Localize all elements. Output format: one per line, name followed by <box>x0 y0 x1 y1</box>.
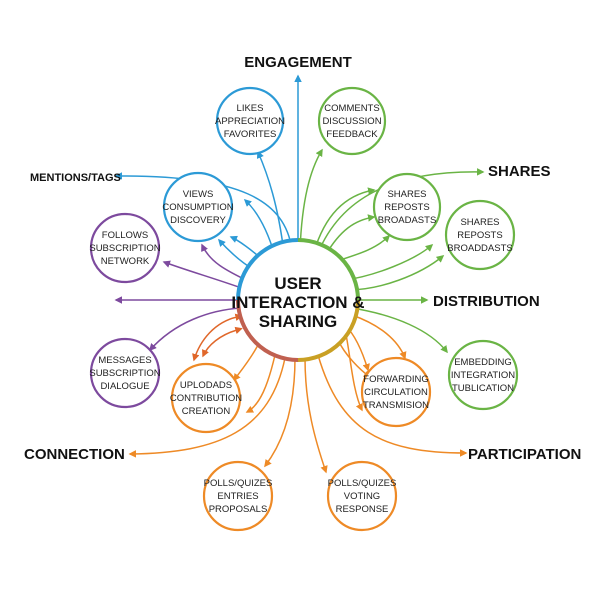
node-text-line: TRANSMISION <box>363 400 429 411</box>
arrow-uploads-2 <box>245 354 276 413</box>
node-text-line: DISCUSSION <box>322 116 381 127</box>
node-circle <box>89 337 161 409</box>
node-circle <box>89 212 161 284</box>
node-text-line: SUBSCRIPTION <box>89 243 160 254</box>
arrow-polls-entries <box>264 357 296 468</box>
node-text-line: EMBEDDING <box>454 357 512 368</box>
node-text-line: FOLLOWS <box>102 230 148 241</box>
node-text-line: PROPOSALS <box>209 504 268 515</box>
node-text-line: DISCOVERY <box>170 215 226 226</box>
arrow-follows-1 <box>162 260 248 291</box>
label-mentions-tags: MENTIONS/TAGS <box>30 172 121 184</box>
arrow-connection <box>128 357 286 458</box>
arrow-comments <box>299 148 323 251</box>
node-text-line: VOTING <box>344 491 380 502</box>
category-labels: ENGAGEMENT MENTIONS/TAGS SHARES DISTRIBU… <box>24 54 581 463</box>
node-polls-entries: POLLS/QUIZES ENTRIES PROPOSALS <box>202 460 274 532</box>
node-uploads: UPLODADS CONTRIBUTION CREATION <box>170 362 242 434</box>
arrow-participation <box>317 354 468 457</box>
node-text-line: UPLODADS <box>180 380 232 391</box>
arrow-forwarding-1 <box>344 329 363 412</box>
node-shares-inner: SHARES REPOSTS BROADASTS <box>372 172 442 242</box>
node-circle <box>162 171 234 243</box>
center-ring-rust <box>236 299 299 362</box>
node-circle <box>447 339 519 411</box>
satellite-nodes: LIKES APPRECIATION FAVORITES COMMENTS DISCUS… <box>89 86 519 532</box>
node-text-line: SUBSCRIPTION <box>89 368 160 379</box>
node-text-line: FEEDBACK <box>326 129 378 140</box>
node-circle <box>317 86 387 156</box>
node-comments: COMMENTS DISCUSSION FEEDBACK <box>317 86 387 156</box>
node-circle <box>326 460 398 532</box>
node-text-line: BROADASTS <box>378 215 437 226</box>
arrow-messages <box>149 307 242 352</box>
arrow-forwarding-4 <box>351 314 407 360</box>
node-text-line: SHARES <box>387 189 426 200</box>
node-text-line: INTEGRATION <box>451 370 515 381</box>
center-title-line-3: SHARING <box>259 312 337 331</box>
node-text-line: POLLS/QUIZES <box>204 478 273 489</box>
node-text-line: NETWORK <box>101 256 150 267</box>
node-text-line: CIRCULATION <box>364 387 428 398</box>
node-text-line: POLLS/QUIZES <box>328 478 397 489</box>
node-text-line: FAVORITES <box>224 129 277 140</box>
node-text-line: FORWARDING <box>363 374 428 385</box>
node-text-line: LIKES <box>237 103 264 114</box>
node-text-line: APPRECIATION <box>215 116 285 127</box>
node-text-line: DIALOGUE <box>100 381 149 392</box>
node-likes: LIKES APPRECIATION FAVORITES <box>215 86 285 156</box>
center-ring-blue <box>236 238 299 301</box>
node-circle <box>372 172 442 242</box>
node-text-line: VIEWS <box>183 189 214 200</box>
label-connection: CONNECTION <box>24 446 125 463</box>
node-text-line: ENTRIES <box>217 491 258 502</box>
label-shares: SHARES <box>488 163 551 180</box>
node-polls-voting: POLLS/QUIZES VOTING RESPONSE <box>326 460 398 532</box>
node-text-line: COMMENTS <box>324 103 379 114</box>
node-embedding: EMBEDDING INTEGRATION TUBLICATION <box>447 339 519 411</box>
node-circle <box>215 86 285 156</box>
arrow-mentions <box>114 172 293 251</box>
node-follows: FOLLOWS SUBSCRIPTION NETWORK <box>89 212 161 284</box>
label-participation: PARTICIPATION <box>468 446 581 463</box>
node-text-line: TUBLICATION <box>452 383 514 394</box>
label-distribution: DISTRIBUTION <box>433 293 540 310</box>
center-title-line-2: INTERACTION & <box>231 293 364 312</box>
node-text-line: SHARES <box>460 217 499 228</box>
node-text-line: RESPONSE <box>336 504 389 515</box>
node-text-line: CREATION <box>182 406 231 417</box>
node-text-line: REPOSTS <box>457 230 502 241</box>
node-circle <box>360 356 432 428</box>
arrow-likes <box>256 150 285 254</box>
node-views: VIEWS CONSUMPTION DISCOVERY <box>162 171 234 243</box>
node-forwarding: FORWARDING CIRCULATION TRANSMISION <box>360 356 432 428</box>
arrow-shares-outer-1 <box>344 244 434 281</box>
node-text-line: CONSUMPTION <box>162 202 233 213</box>
arrow-uploads-bi-1 <box>192 313 243 362</box>
arrow-polls-voting <box>304 357 328 474</box>
center-node: USER INTERACTION & SHARING <box>231 238 365 362</box>
arrow-forwarding-3 <box>337 339 372 378</box>
center-ring-green <box>297 238 360 301</box>
node-circle <box>202 460 274 532</box>
node-shares-outer: SHARES REPOSTS BROADDASTS <box>444 199 516 271</box>
node-text-line: CONTRIBUTION <box>170 393 242 404</box>
label-engagement: ENGAGEMENT <box>244 54 352 71</box>
arrow-embedding <box>351 307 448 354</box>
node-text-line: BROADDASTS <box>447 243 512 254</box>
node-circle <box>444 199 516 271</box>
node-circle <box>170 362 242 434</box>
arrow-uploads-1 <box>233 344 259 382</box>
center-title-line-1: USER <box>274 274 321 293</box>
node-text-line: REPOSTS <box>384 202 429 213</box>
arrow-shares-outer-2 <box>347 255 445 291</box>
arrow-uploads-bi-2 <box>202 326 243 358</box>
node-messages: MESSAGES SUBSCRIPTION DIALOGUE <box>89 337 161 409</box>
center-ring-orange <box>297 299 360 362</box>
node-text-line: MESSAGES <box>98 355 151 366</box>
